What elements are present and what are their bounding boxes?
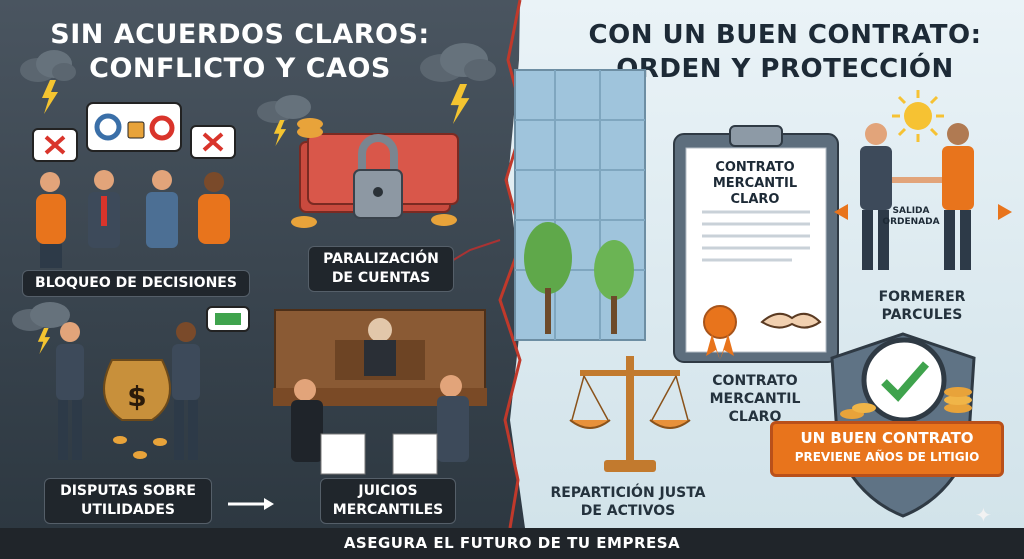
handshake-people-illustration <box>834 123 1012 270</box>
lightning-icon <box>450 84 470 124</box>
label-fair-split-line1: REPARTICIÓN JUSTA <box>550 485 706 501</box>
handshake-icon <box>760 312 822 329</box>
label-profit-disputes-line1: DISPUTAS SOBRE <box>60 483 196 499</box>
label-clear-contract-line2: MERCANTIL <box>709 391 801 407</box>
document-title-line1: CONTRATO <box>715 160 795 175</box>
sun-icon <box>892 90 944 142</box>
svg-text:$: $ <box>127 380 146 413</box>
coin-stack-icon <box>840 387 972 419</box>
money-bag-icon: $ <box>56 322 200 460</box>
exit-sign: SALIDA ORDENADA <box>876 206 946 228</box>
sparkle-icon: ✦ <box>975 503 992 527</box>
storm-cloud-icon <box>257 95 311 123</box>
document-title-line2: MERCANTIL CLARO <box>712 176 798 207</box>
label-commercial-trials-line1: JUICIOS <box>358 483 418 499</box>
label-clear-contract-line3: CLARO <box>728 409 782 425</box>
right-headline-line2: ORDEN Y PROTECCIÓN <box>616 54 954 84</box>
gavel-judge-icon <box>273 309 487 475</box>
x-mark-icon <box>32 128 78 162</box>
left-headline-line2: CONFLICTO Y CAOS <box>89 53 391 84</box>
scale-icon <box>569 356 691 472</box>
tree-icon <box>524 222 634 334</box>
label-commercial-trials-line2: MERCANTILES <box>332 502 444 518</box>
label-profit-disputes-line2: UTILIDADES <box>81 502 175 518</box>
storm-cloud-icon <box>420 43 496 82</box>
label-clear-contract: CONTRATO MERCANTIL CLARO <box>700 372 810 426</box>
x-mark-icon <box>190 125 236 159</box>
right-headline: CON UN BUEN CONTRATO: ORDEN Y PROTECCIÓN <box>575 18 995 86</box>
gear-icon <box>86 102 182 152</box>
document-title: CONTRATO MERCANTIL CLARO <box>690 160 820 208</box>
exit-sign-line1: SALIDA <box>892 206 930 216</box>
lightning-icon <box>273 120 287 146</box>
label-account-freeze: PARALIZACIÓN DE CUENTAS <box>308 246 454 292</box>
highlight-banner: UN BUEN CONTRATO PREVIENE AÑOS DE LITIGI… <box>770 421 1004 477</box>
storm-cloud-icon <box>20 50 76 82</box>
label-profit-disputes: DISPUTAS SOBRE UTILIDADES <box>44 478 212 524</box>
label-exit: FORMERER PARCULES <box>862 288 982 324</box>
storm-cloud-icon <box>12 302 70 331</box>
lightning-icon <box>37 328 51 354</box>
label-fair-split: REPARTICIÓN JUSTA DE ACTIVOS <box>548 484 708 520</box>
banner-line1: UN BUEN CONTRATO <box>800 429 974 447</box>
left-headline-line1: SIN ACUERDOS CLAROS: <box>50 19 430 50</box>
label-exit-line2: PARCULES <box>881 307 963 323</box>
label-clear-contract-line1: CONTRATO <box>712 373 798 389</box>
arrow-icon <box>228 498 274 510</box>
label-account-freeze-line2: DE CUENTAS <box>331 270 431 286</box>
label-account-freeze-line1: PARALIZACIÓN <box>323 251 439 267</box>
label-commercial-trials: JUICIOS MERCANTILES <box>320 478 456 524</box>
cash-icon <box>206 306 250 332</box>
footer-tagline: ASEGURA EL FUTURO DE TU EMPRESA <box>0 528 1024 559</box>
banner-line2: PREVIENE AÑOS DE LITIGIO <box>794 450 980 464</box>
right-headline-line1: CON UN BUEN CONTRATO: <box>588 20 982 50</box>
exit-sign-line2: ORDENADA <box>882 217 940 227</box>
arguing-people-illustration <box>36 170 230 268</box>
label-decision-block: BLOQUEO DE DECISIONES <box>22 270 250 297</box>
left-headline: SIN ACUERDOS CLAROS: CONFLICTO Y CAOS <box>50 18 430 86</box>
label-exit-line1: FORMERER <box>878 289 966 305</box>
label-fair-split-line2: DE ACTIVOS <box>580 503 676 519</box>
lightning-icon <box>42 80 58 114</box>
clock-check-icon <box>861 337 947 423</box>
lock-icon <box>291 118 459 228</box>
